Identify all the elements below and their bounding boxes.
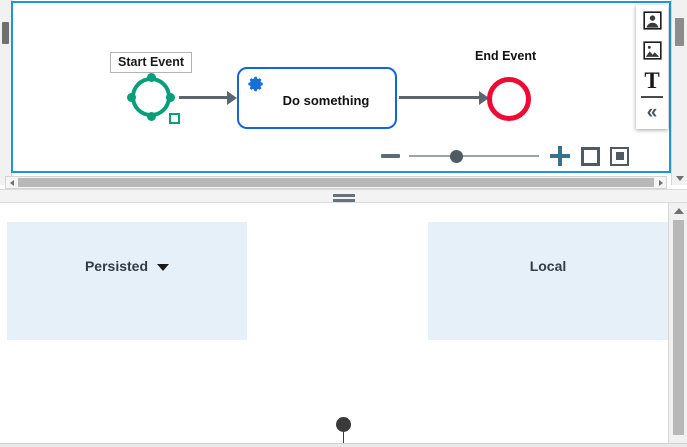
fit-to-view-icon-top[interactable] (610, 146, 629, 166)
sequence-flow-1-arrowhead (227, 90, 237, 105)
zoom-slider-track-top (409, 155, 539, 157)
text-icon-glyph: T (644, 67, 660, 93)
horizontal-scrollbar[interactable] (5, 176, 667, 189)
sequence-flow-1[interactable] (179, 96, 229, 99)
start-event-label: Start Event (110, 52, 192, 73)
selection-handle-left[interactable] (127, 92, 136, 102)
sequence-flow-2[interactable] (399, 96, 481, 99)
chevron-down-icon[interactable] (157, 263, 170, 271)
zoom-slider-thumb-top[interactable] (449, 149, 463, 163)
initial-state-node[interactable] (336, 417, 351, 432)
task-label: Do something (282, 92, 370, 108)
state-transition-line[interactable] (342, 432, 344, 447)
scroll-down-arrow[interactable] (676, 176, 684, 181)
end-event-shape[interactable] (487, 77, 531, 121)
bpmn-canvas[interactable]: Start Event (11, 3, 671, 173)
zoom-in-button-top[interactable] (550, 146, 570, 166)
region-local-title: Local (428, 258, 668, 274)
palette-divider (641, 96, 663, 98)
shape-palette: T « (636, 5, 668, 129)
start-event-circle (131, 77, 171, 117)
canvas-focus-border-top (11, 1, 671, 3)
resize-handle-square[interactable] (169, 113, 180, 124)
selection-handle-top[interactable] (146, 73, 156, 82)
fullscreen-icon-top[interactable] (581, 146, 600, 166)
sequence-flow-2-arrowhead (479, 90, 489, 105)
scroll-right-arrow[interactable] (655, 177, 666, 188)
bpmn-editor-section: Start Event (0, 0, 687, 196)
right-vertical-scrollbar[interactable] (671, 0, 687, 185)
bottom-scrollbar-thumb[interactable] (673, 220, 684, 435)
canvas-zoom-controls-top (381, 146, 629, 166)
end-event-label: End Event (475, 49, 537, 63)
text-icon[interactable]: T (636, 65, 668, 95)
window-bottom-edge (0, 443, 687, 447)
left-scrollbar-thumb[interactable] (2, 22, 9, 44)
scroll-left-arrow[interactable] (6, 177, 17, 188)
user-portrait-icon[interactable] (636, 5, 668, 35)
splitter-grip[interactable] (332, 194, 355, 204)
state-machine-section: Persisted Local (0, 203, 687, 447)
selection-handle-bottom[interactable] (146, 112, 156, 121)
bottom-scroll-up-arrow[interactable] (674, 208, 684, 214)
image-icon[interactable] (636, 35, 668, 65)
state-machine-canvas[interactable]: Persisted Local (0, 203, 668, 447)
region-persisted-title: Persisted (7, 258, 247, 274)
zoom-slider-top[interactable] (409, 149, 539, 163)
selection-handle-right[interactable] (166, 92, 175, 102)
region-local-label: Local (529, 258, 567, 274)
right-scrollbar-thumb[interactable] (675, 18, 684, 46)
gear-icon (247, 75, 265, 93)
bottom-vertical-scrollbar[interactable] (668, 203, 687, 447)
task-node[interactable]: Do something (237, 67, 397, 129)
horizontal-scrollbar-thumb[interactable] (18, 178, 654, 187)
collapse-glyph: « (646, 102, 658, 123)
double-chevron-left-icon[interactable]: « (636, 98, 668, 128)
region-persisted-label: Persisted (84, 258, 149, 274)
region-local[interactable]: Local (428, 222, 668, 340)
zoom-out-button-top[interactable] (381, 154, 400, 158)
start-event-shape[interactable] (125, 71, 180, 124)
panel-splitter[interactable] (0, 189, 687, 203)
region-persisted[interactable]: Persisted (7, 222, 247, 340)
